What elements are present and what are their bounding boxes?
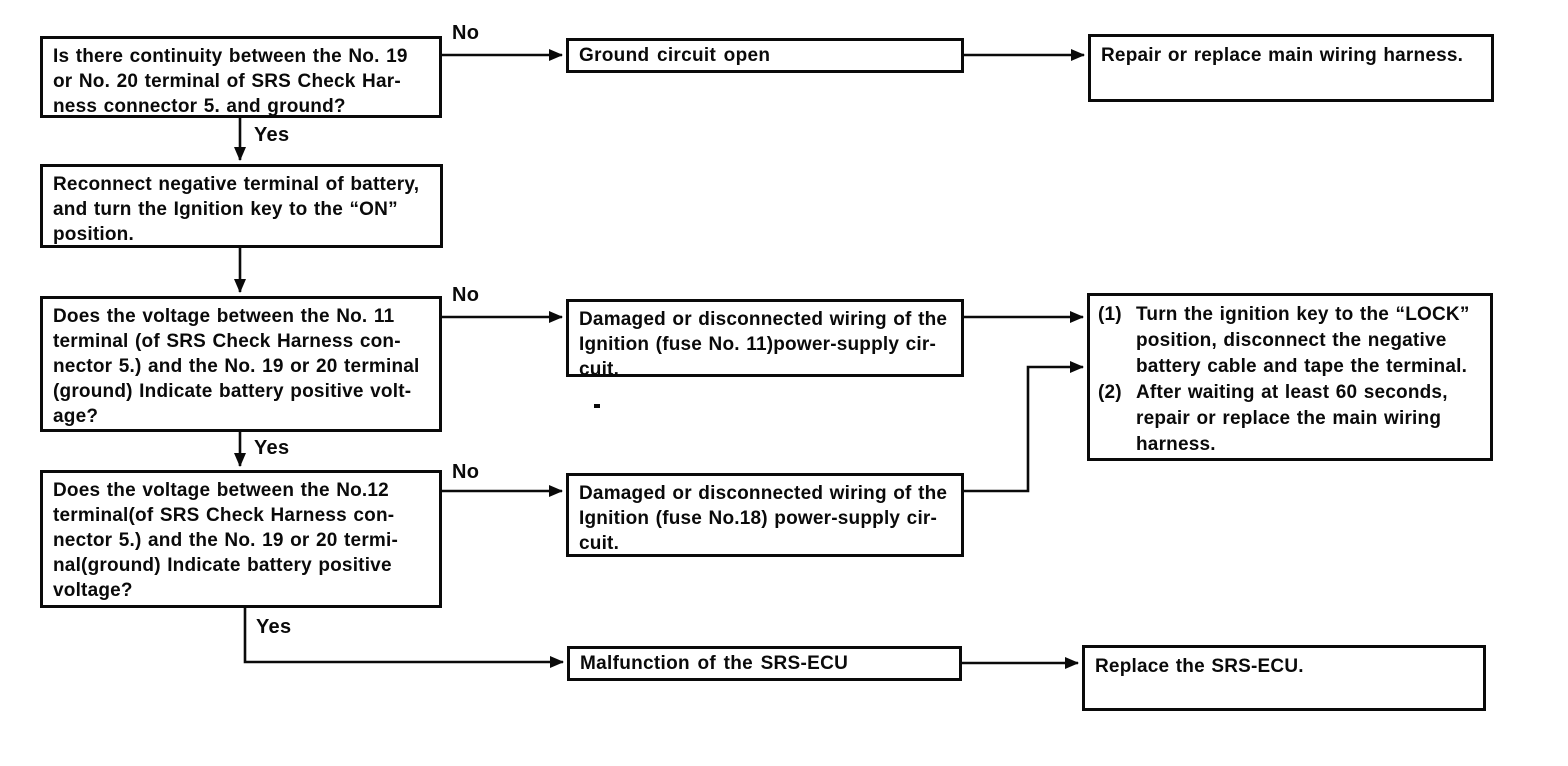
box-question-voltage-no12: Does the voltage between the No.12 termi…	[40, 470, 442, 608]
box-repair-main-harness-text: Repair or replace main wiring harness.	[1101, 45, 1464, 66]
box-reconnect-battery: Reconnect negative terminal of battery, …	[40, 164, 443, 248]
lock-procedure-step-2-text: After waiting at least 60 seconds, repai…	[1136, 382, 1448, 455]
box-ground-circuit-open-text: Ground circuit open	[579, 44, 771, 66]
lock-procedure-step-2: (2) After waiting at least 60 seconds, r…	[1098, 380, 1482, 458]
box-replace-ecu: Replace the SRS-ECU.	[1082, 645, 1486, 711]
edge-label-yes-continuity: Yes	[254, 124, 290, 146]
lock-procedure-step-1-text: Turn the ignition key to the “LOCK” posi…	[1136, 304, 1470, 377]
box-wiring-fuse11: Damaged or disconnected wiring of the Ig…	[566, 299, 964, 380]
lock-procedure-step-1-number: (1)	[1098, 304, 1122, 325]
edge-label-yes-voltage11: Yes	[254, 437, 290, 459]
scan-artifact	[594, 404, 600, 408]
edge-yes-voltage12	[243, 608, 564, 668]
edge-label-no-continuity: No	[452, 22, 480, 44]
edge-label-no-voltage12: No	[452, 461, 480, 483]
box-question-continuity-text: Is there continuity between the No. 19 o…	[53, 46, 408, 117]
box-wiring-fuse18: Damaged or disconnected wiring of the Ig…	[566, 473, 964, 557]
box-wiring-fuse11-text: Damaged or disconnected wiring of the Ig…	[579, 309, 948, 380]
box-question-continuity: Is there continuity between the No. 19 o…	[40, 36, 442, 118]
edge-label-no-voltage11: No	[452, 284, 480, 306]
box-ground-circuit-open: Ground circuit open	[566, 38, 964, 73]
box-lock-procedure: (1) Turn the ignition key to the “LOCK” …	[1087, 293, 1493, 461]
box-wiring-fuse18-text: Damaged or disconnected wiring of the Ig…	[579, 483, 948, 554]
edge-fuse18-to-lock	[964, 361, 1084, 493]
edge-label-yes-voltage12: Yes	[256, 616, 292, 638]
box-reconnect-battery-text: Reconnect negative terminal of battery, …	[53, 174, 420, 245]
box-malfunction-ecu-text: Malfunction of the SRS-ECU	[580, 652, 849, 674]
box-question-voltage-no12-text: Does the voltage between the No.12 termi…	[53, 480, 399, 601]
lock-procedure-step-1: (1) Turn the ignition key to the “LOCK” …	[1098, 302, 1482, 380]
box-question-voltage-no11: Does the voltage between the No. 11 term…	[40, 296, 442, 432]
box-question-voltage-no11-text: Does the voltage between the No. 11 term…	[53, 306, 420, 427]
box-malfunction-ecu: Malfunction of the SRS-ECU	[567, 646, 962, 681]
box-replace-ecu-text: Replace the SRS-ECU.	[1095, 656, 1304, 677]
lock-procedure-step-2-number: (2)	[1098, 382, 1122, 403]
box-repair-main-harness: Repair or replace main wiring harness.	[1088, 34, 1494, 102]
